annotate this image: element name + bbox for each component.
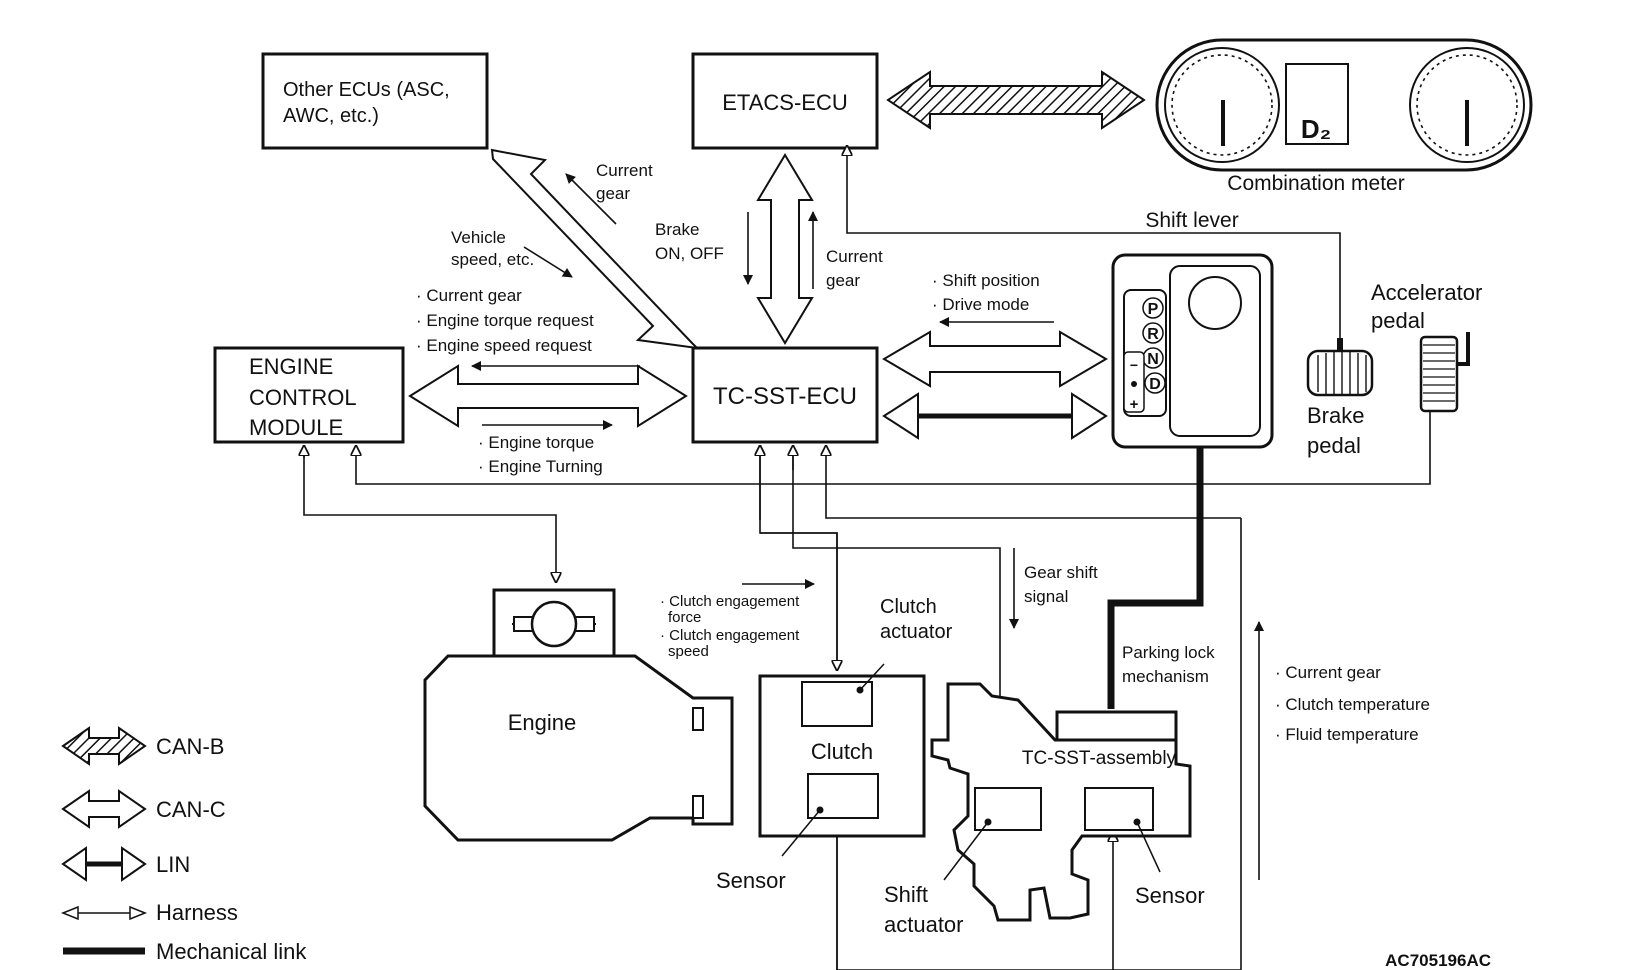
gear-minus: − [1130, 357, 1138, 373]
legend: CAN-B CAN-C LIN Harness Mechanical link [60, 726, 307, 964]
gear-display [1285, 63, 1349, 145]
parking-lock-label-1: Parking lock [1122, 643, 1215, 662]
label-brake-1: Brake [655, 220, 699, 239]
label-clutch-engagement-4: speed [668, 643, 709, 660]
label-brake-2: ON, OFF [655, 244, 724, 263]
combination-meter-label: Combination meter [1227, 172, 1404, 195]
label-current-gear-other-1: Current [596, 161, 653, 180]
legend-harness: Harness [156, 900, 238, 925]
arrow-current-gear-other [565, 173, 617, 225]
ecm-label-1: ENGINE [249, 354, 333, 379]
other-ecus-node: Other ECUs (ASC, AWC, etc.) [261, 52, 489, 150]
gear-plus: + [1130, 396, 1139, 413]
label-ecm-output-1: · Engine torque [478, 433, 594, 452]
label-clutch-engagement-3: · Clutch engagement [660, 627, 800, 644]
legend-can-c-symbol [61, 789, 147, 829]
gear-p: P [1148, 301, 1159, 318]
arrow-vehicle-speed [523, 246, 573, 278]
etacs-ecu-label: ETACS-ECU [722, 90, 848, 115]
assembly-sensor-block [1084, 787, 1154, 831]
accelerator-label-1: Accelerator [1371, 280, 1482, 305]
parking-lock-label-2: mechanism [1122, 667, 1209, 686]
label-assembly-output-1: · Current gear [1275, 663, 1381, 682]
label-assembly-output-2: · Clutch temperature [1275, 695, 1430, 714]
other-ecus-label-2: AWC, etc.) [283, 105, 379, 127]
label-clutch-engagement-1: · Clutch engagement [660, 593, 800, 610]
legend-lin: LIN [156, 852, 190, 877]
accelerator-pedal-node: Accelerator pedal [1371, 280, 1482, 413]
ecm-label-2: CONTROL [249, 385, 357, 410]
can-c-tcsst-to-shift [882, 330, 1108, 388]
label-current-gear-other-2: gear [596, 184, 630, 203]
label-clutch-engagement-2: force [668, 609, 701, 626]
label-vehicle-speed-1: Vehicle [451, 228, 506, 247]
harness-tcsst-shift [792, 446, 1000, 775]
ecm-label-3: MODULE [249, 415, 343, 440]
clutch-node: Clutch Clutch actuator Sensor [716, 596, 953, 893]
clutch-sensor-label: Sensor [716, 868, 786, 893]
gear-r: R [1147, 326, 1159, 343]
lin-tcsst-to-shift [882, 392, 1108, 440]
shift-actuator-label-2: actuator [884, 912, 964, 937]
brake-pedal-label-1: Brake [1307, 403, 1364, 428]
engine-control-module-node: ENGINE CONTROL MODULE [213, 346, 405, 444]
engine-node: Engine [423, 588, 734, 842]
legend-mechanical-link: Mechanical link [156, 939, 307, 964]
shift-lever-label: Shift lever [1145, 209, 1238, 232]
harness-ecm-to-engine [303, 446, 556, 582]
gear-display-text: D₂ [1301, 114, 1331, 144]
clutch-label: Clutch [811, 739, 873, 764]
shift-actuator-label-1: Shift [884, 882, 928, 907]
can-c-ecm-to-tcsst [408, 364, 688, 428]
label-ecm-output-2: · Engine Turning [478, 457, 603, 476]
legend-can-b-symbol [61, 726, 147, 766]
gear-d: D [1149, 376, 1161, 393]
other-ecus-label-1: Other ECUs (ASC, [283, 79, 450, 101]
clutch-actuator-label-2: actuator [880, 621, 953, 643]
mechanical-link-parking [1107, 447, 1204, 709]
tc-sst-ecu-node: TC-SST-ECU [691, 346, 879, 444]
assembly-sensor-label: Sensor [1135, 883, 1205, 908]
label-vehicle-speed-2: speed, etc. [451, 250, 534, 269]
combination-meter-node: D₂ Combination meter [1155, 38, 1533, 195]
harness-shift-to-etacs [847, 146, 1341, 338]
shift-knob [1188, 276, 1242, 330]
clutch-actuator-label-1: Clutch [880, 596, 937, 618]
clutch-actuator-block [801, 681, 873, 727]
label-current-gear-etacs-2: gear [826, 271, 860, 290]
figure-id: AC705196AC [1385, 951, 1491, 970]
label-assembly-output-3: · Fluid temperature [1275, 725, 1419, 744]
can-c-etacs-to-tcsst [756, 153, 814, 345]
legend-lin-symbol [61, 846, 147, 882]
label-ecm-request-1: · Current gear [416, 286, 522, 305]
can-b-link [886, 70, 1146, 130]
brake-pedal-label-2: pedal [1307, 433, 1361, 458]
label-gear-shift-2: signal [1024, 587, 1068, 606]
etacs-ecu-node: ETACS-ECU [691, 52, 879, 150]
legend-can-b: CAN-B [156, 734, 224, 759]
engine-label: Engine [508, 710, 577, 735]
tc-sst-ecu-label: TC-SST-ECU [713, 383, 857, 410]
tc-sst-assembly-node: TC-SST-assembly Shift actuator Sensor [884, 682, 1205, 937]
label-ecm-request-2: · Engine torque request [416, 311, 594, 330]
harness-accel-to-ecm [356, 411, 1431, 485]
label-current-gear-etacs-1: Current [826, 247, 883, 266]
gear-n: N [1147, 351, 1159, 368]
label-shift-info-2: · Drive mode [932, 295, 1029, 314]
legend-can-c: CAN-C [156, 797, 226, 822]
shift-actuator-block [974, 787, 1042, 831]
harness-sensors-to-tcsst [826, 446, 1241, 519]
tc-sst-assembly-label: TC-SST-assembly [1022, 748, 1177, 769]
label-gear-shift-1: Gear shift [1024, 563, 1098, 582]
legend-harness-symbol [60, 905, 148, 921]
brake-pedal-node: Brake pedal [1306, 338, 1374, 458]
accelerator-label-2: pedal [1371, 308, 1425, 333]
label-ecm-request-3: · Engine speed request [416, 336, 592, 355]
shift-lever-node: Shift lever P R N D − + [1111, 209, 1274, 449]
label-shift-info-1: · Shift position [932, 271, 1040, 290]
